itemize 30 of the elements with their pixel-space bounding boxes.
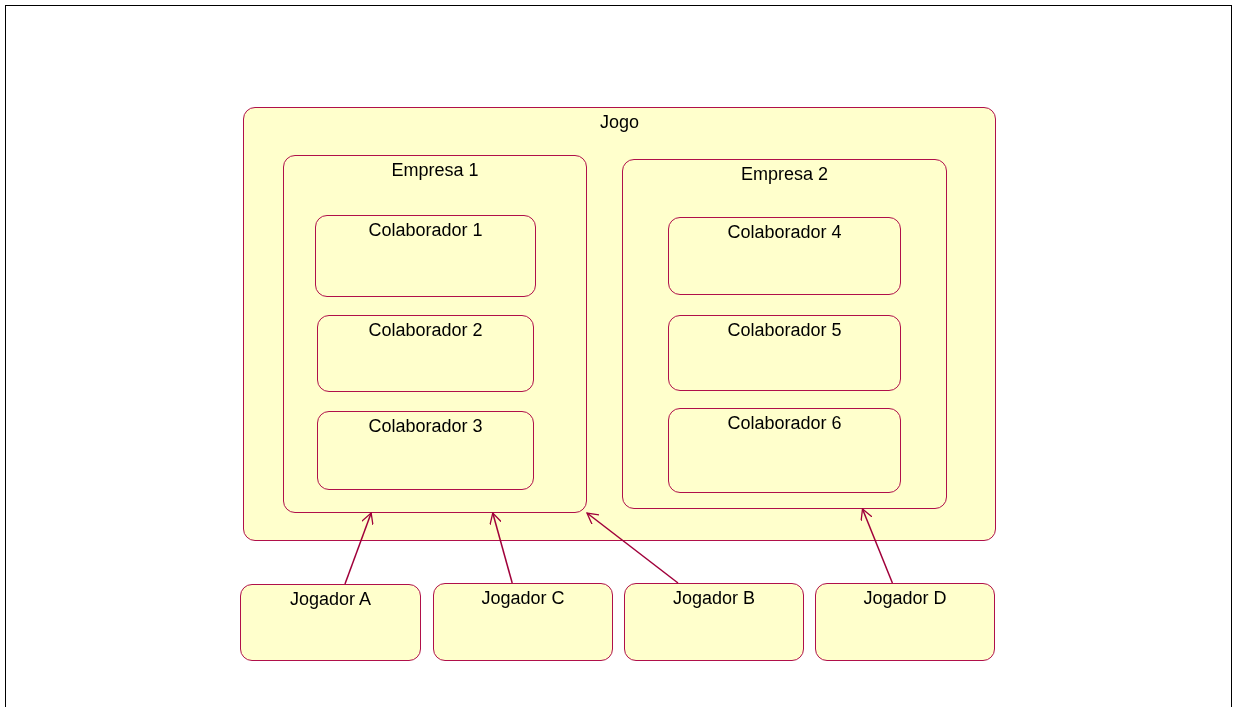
box-label: Jogador C <box>481 587 565 609</box>
rounded-box <box>283 155 587 513</box>
box-label: Jogador D <box>863 587 947 609</box>
box-label: Colaborador 2 <box>368 319 483 341</box>
box-label: Empresa 1 <box>391 159 479 181</box>
rounded-box <box>668 315 901 391</box>
arrow <box>344 512 374 585</box>
rounded-box <box>668 217 901 295</box>
box-label: Jogo <box>599 111 639 133</box>
rounded-box <box>815 583 995 661</box>
box-label: Colaborador 1 <box>368 219 483 241</box>
box-label: Colaborador 3 <box>368 415 483 437</box>
box-label: Colaborador 4 <box>727 221 842 243</box>
box-label: Jogador A <box>289 588 372 610</box>
rounded-box <box>243 107 996 541</box>
rounded-box <box>317 315 534 392</box>
box-label: Empresa 2 <box>740 163 828 185</box>
box-label: Colaborador 6 <box>727 412 842 434</box>
rounded-box <box>315 215 536 297</box>
rounded-box <box>668 408 901 493</box>
rounded-box <box>622 159 947 509</box>
arrow <box>860 508 894 584</box>
arrow <box>586 512 679 584</box>
arrow <box>489 512 513 584</box>
rounded-box <box>433 583 613 661</box>
box-label: Colaborador 5 <box>727 319 842 341</box>
rounded-box <box>317 411 534 490</box>
box-label: Jogador B <box>672 587 756 609</box>
rounded-box <box>240 584 421 661</box>
rounded-box <box>624 583 804 661</box>
